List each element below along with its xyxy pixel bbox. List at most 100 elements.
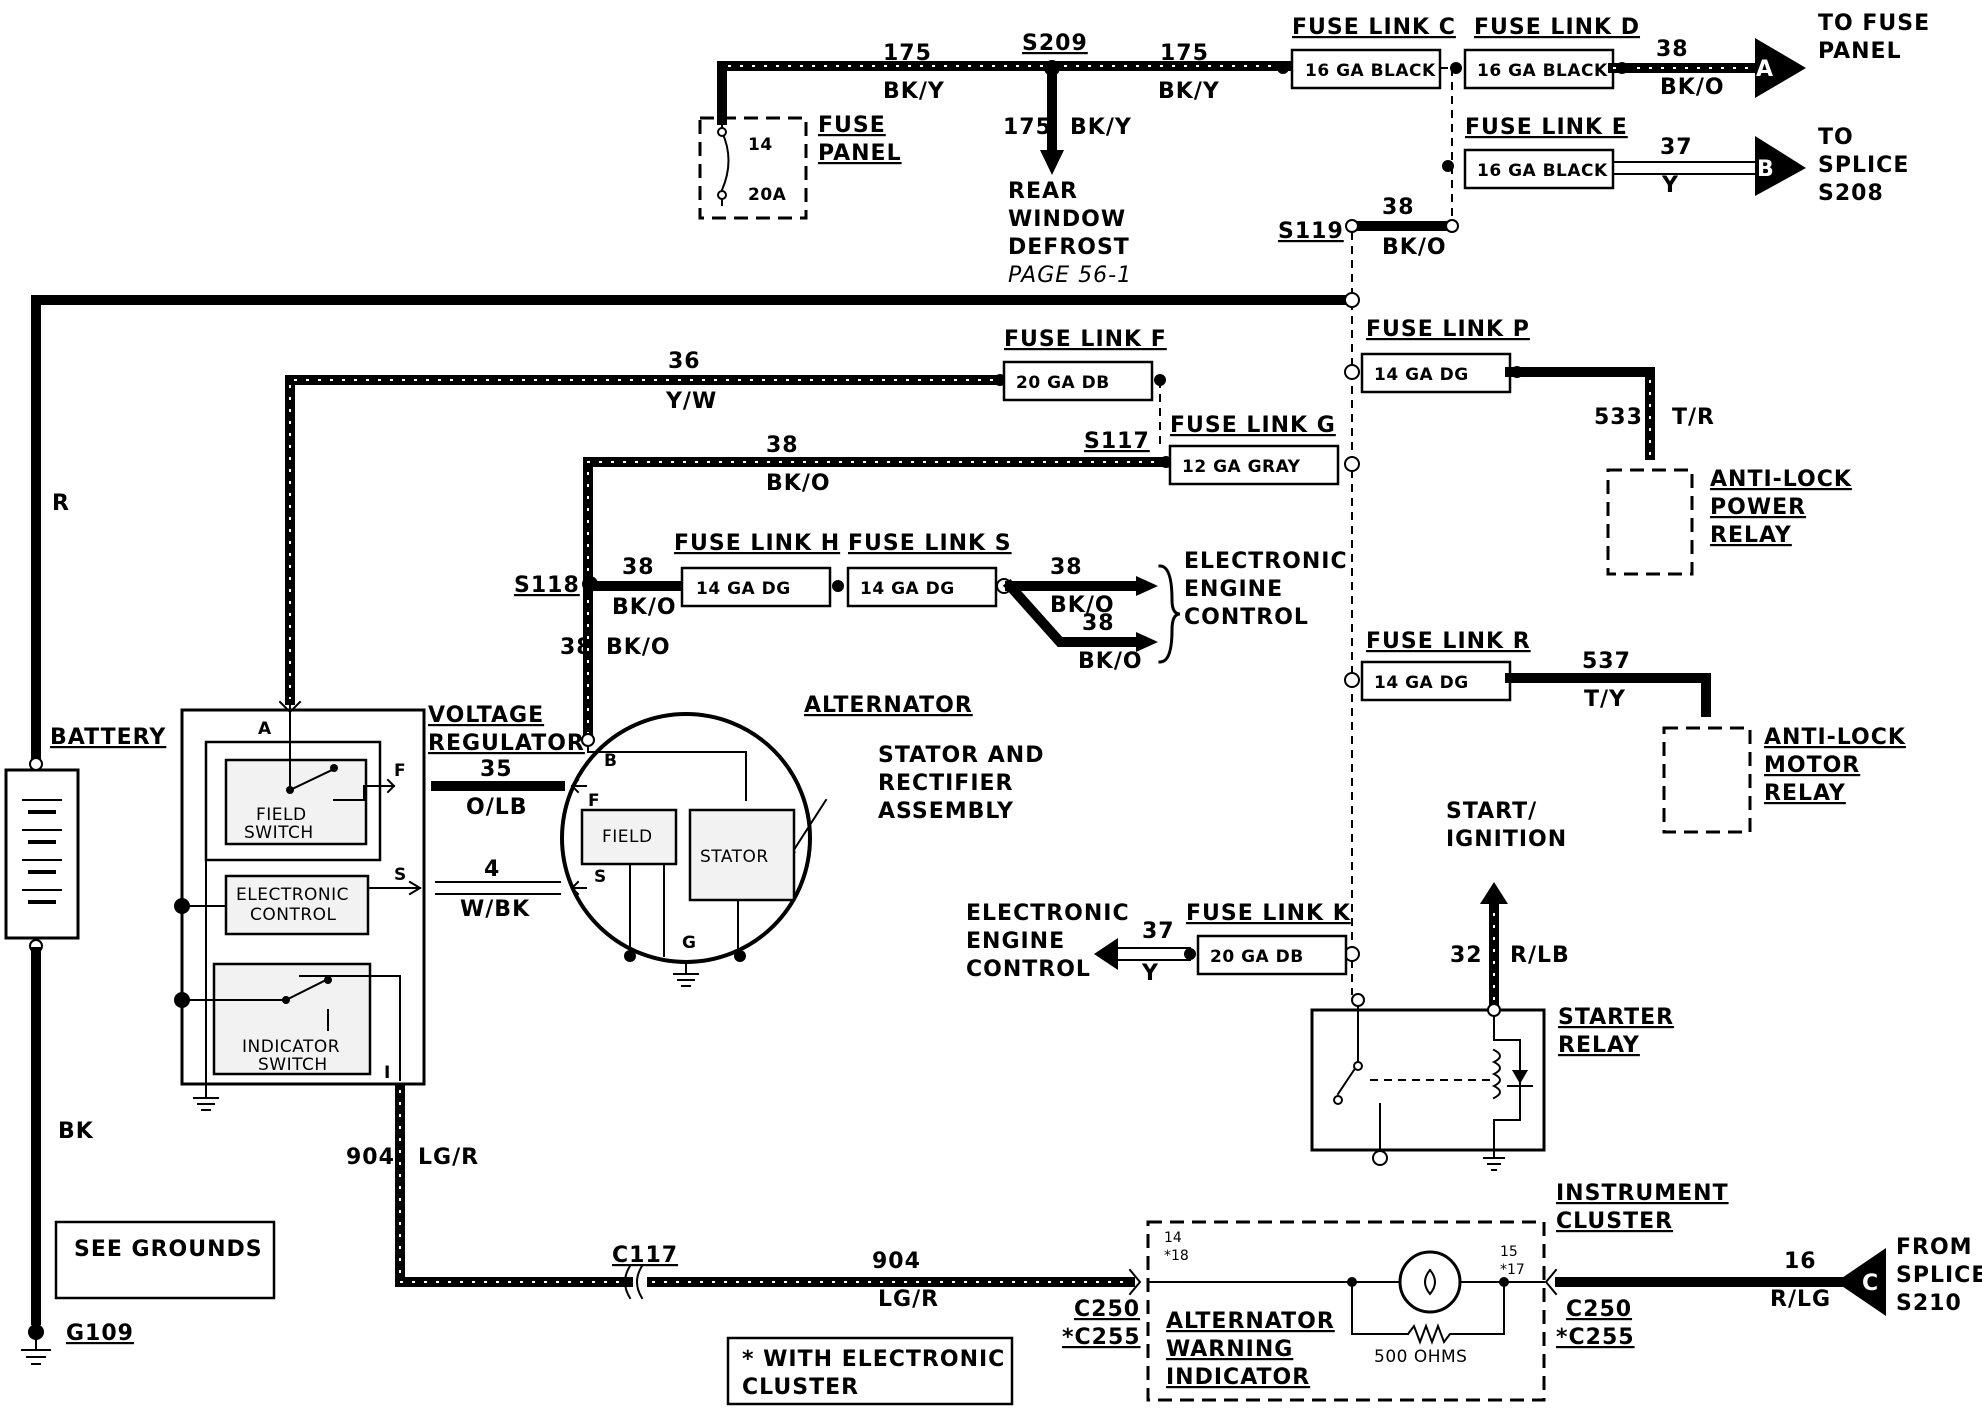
from-splice-1: FROM xyxy=(1896,1235,1973,1260)
eec2-3: CONTROL xyxy=(966,957,1091,982)
wire-bk-label: BK xyxy=(58,1119,94,1144)
note-1: * WITH ELECTRONIC xyxy=(742,1347,1005,1372)
instrument-cluster xyxy=(1146,1220,1546,1402)
connector-c xyxy=(1836,1248,1886,1316)
eec-brace xyxy=(1158,564,1181,664)
wire-37k-num: 37 xyxy=(1142,919,1175,944)
fuse-link-g xyxy=(1168,444,1340,486)
wire-36-num: 36 xyxy=(668,349,701,374)
alt-pin-g: G xyxy=(682,933,696,953)
field-switch xyxy=(224,758,368,846)
fuse-link-s-gauge: 14 GA DG xyxy=(860,579,955,599)
ic-ohms: 500 OHMS xyxy=(1374,1347,1467,1367)
wire-38h-color: BK/O xyxy=(612,595,677,620)
splice-s119-label: S119 xyxy=(1278,219,1344,244)
wire-4 xyxy=(435,881,561,895)
to-fuse-panel-2: PANEL xyxy=(1818,39,1902,64)
stator-1: STATOR AND xyxy=(878,743,1044,768)
fuse-link-f-title: FUSE LINK F xyxy=(1004,327,1167,352)
vr-pin-i: I xyxy=(384,1063,391,1083)
wire-175c-num: 175 xyxy=(1003,115,1052,140)
abs-power-3: RELAY xyxy=(1710,523,1792,548)
to-splice-2: SPLICE xyxy=(1818,153,1909,178)
wire-38d-color: BK/O xyxy=(1660,75,1725,100)
wire-904a xyxy=(395,1085,633,1287)
fuse-link-k-gauge: 20 GA DB xyxy=(1210,947,1304,967)
fuse-link-s-title: FUSE LINK S xyxy=(848,531,1012,556)
ic-label-2: CLUSTER xyxy=(1556,1209,1673,1234)
fuse-link-d xyxy=(1463,48,1615,90)
connector-c250r: C250 xyxy=(1566,1297,1632,1322)
wire-537-color: T/Y xyxy=(1584,687,1626,712)
ic-pins-r2: *17 xyxy=(1500,1262,1525,1278)
fuse-link-g-title: FUSE LINK G xyxy=(1170,413,1336,438)
wire-37e-num: 37 xyxy=(1660,135,1693,160)
anti-lock-power-relay xyxy=(1606,468,1694,576)
wire-38ec1-num: 38 xyxy=(1050,555,1083,580)
battery-label: BATTERY xyxy=(50,725,166,750)
eec2-2: ENGINE xyxy=(966,929,1065,954)
wire-38ec2-color: BK/O xyxy=(1078,649,1143,674)
alt-pin-f: F xyxy=(588,791,600,811)
fuse-link-d-gauge: 16 GA BLACK xyxy=(1477,61,1608,81)
connector-b xyxy=(1755,136,1806,196)
eec1-3: CONTROL xyxy=(1184,605,1309,630)
fuse-link-g-gauge: 12 GA GRAY xyxy=(1182,457,1301,477)
ec-1: ELECTRONIC xyxy=(236,885,349,905)
ic-pins-l1: 14 xyxy=(1164,1230,1182,1246)
awi-1: ALTERNATOR xyxy=(1166,1309,1335,1334)
wire-537 xyxy=(1505,673,1711,717)
note-2: CLUSTER xyxy=(742,1375,859,1400)
wire-38v-color: BK/O xyxy=(606,635,671,660)
stator-label: STATOR xyxy=(700,847,769,867)
fuse-panel-label-2: PANEL xyxy=(818,141,902,166)
voltage-reg-2: REGULATOR xyxy=(428,731,585,756)
resistor-500 xyxy=(1406,1281,1505,1345)
wire-38ec2-num: 38 xyxy=(1082,611,1115,636)
wire-175b-num: 175 xyxy=(1160,41,1209,66)
wire-38ec1-color: BK/O xyxy=(1050,593,1115,618)
wire-38g-color: BK/O xyxy=(766,471,831,496)
vr-pin-f: F xyxy=(394,761,406,781)
wire-4-color: W/BK xyxy=(460,897,530,922)
fuse-link-r-gauge: 14 GA DG xyxy=(1374,673,1469,693)
fuse-link-e-gauge: 16 GA BLACK xyxy=(1477,161,1608,181)
awi-3: INDICATOR xyxy=(1166,1365,1310,1390)
connector-b-letter: B xyxy=(1757,157,1775,182)
fuse-link-h xyxy=(680,566,832,608)
splice-s118-label: S118 xyxy=(514,573,580,598)
see-grounds: SEE GROUNDS xyxy=(74,1237,263,1262)
eec2-1: ELECTRONIC xyxy=(966,901,1130,926)
vr-inner-box xyxy=(204,740,382,862)
fuse-link-f-gauge: 20 GA DB xyxy=(1016,373,1110,393)
to-splice-3: S208 xyxy=(1818,181,1884,206)
fuse-link-s xyxy=(846,566,998,608)
ic-pins-r1: 15 xyxy=(1500,1244,1518,1260)
ic-pins-l2: *18 xyxy=(1164,1248,1189,1264)
field-label: FIELD xyxy=(602,827,653,847)
abs-motor-3: RELAY xyxy=(1764,781,1846,806)
wire-175-color: BK/Y xyxy=(883,79,945,104)
stator-3: ASSEMBLY xyxy=(878,799,1014,824)
abs-power-2: POWER xyxy=(1710,495,1806,520)
wire-4-num: 4 xyxy=(484,857,500,882)
ind-1: INDICATOR xyxy=(242,1037,340,1057)
stator-2: RECTIFIER xyxy=(878,771,1014,796)
anti-lock-motor-relay xyxy=(1662,726,1752,834)
voltage-reg-1: VOLTAGE xyxy=(428,703,544,728)
fuse-link-h-title: FUSE LINK H xyxy=(674,531,840,556)
to-fuse-panel-1: TO FUSE xyxy=(1818,11,1930,36)
fuse-link-c-title: FUSE LINK C xyxy=(1292,15,1456,40)
wire-r-label: R xyxy=(52,491,70,516)
wire-16-color: R/LG xyxy=(1770,1287,1831,1312)
fuse-panel-label-1: FUSE xyxy=(818,113,886,138)
alternator-title: ALTERNATOR xyxy=(804,693,973,718)
wire-38h-num: 38 xyxy=(622,555,655,580)
wire-533-color: T/R xyxy=(1672,405,1715,430)
start-ign-1: START/ xyxy=(1446,799,1537,824)
stator-box xyxy=(688,808,796,902)
fuse-link-e-title: FUSE LINK E xyxy=(1465,115,1628,140)
fuse-link-d-title: FUSE LINK D xyxy=(1474,15,1640,40)
abs-motor-2: MOTOR xyxy=(1764,753,1860,778)
